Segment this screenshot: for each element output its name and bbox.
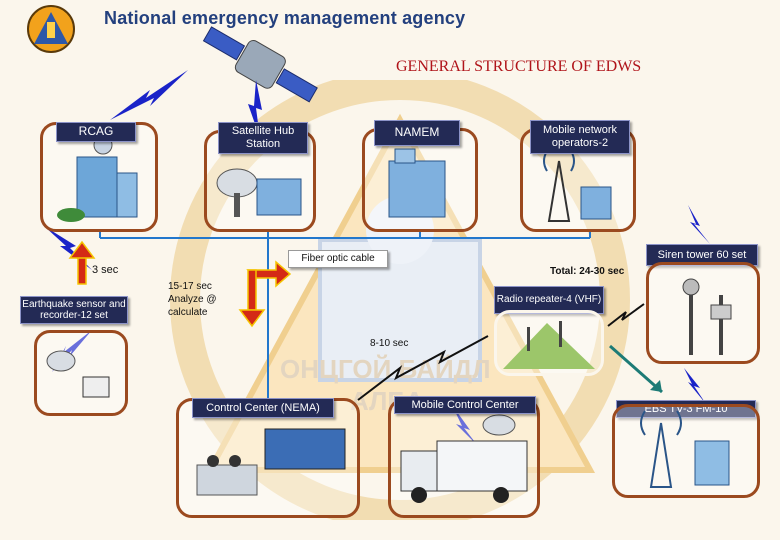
sensor-icon <box>46 350 110 398</box>
satellite-hub-label: Satellite Hub Station <box>218 122 308 154</box>
broadcast-tower-icon <box>640 410 730 488</box>
mountain-repeater-icon <box>503 321 595 369</box>
red-process-arrow <box>238 260 292 328</box>
earthquake-sensor-frame <box>34 330 128 416</box>
eight-ten-label: 8-10 sec <box>370 338 409 349</box>
mobile-control-label: Mobile Control Center <box>394 396 536 414</box>
building-icon <box>57 135 138 222</box>
diagram-title: GENERAL STRUCTURE OF EDWS <box>396 58 642 75</box>
mobile-operators-label: Mobile network operators-2 <box>530 120 630 154</box>
namem-label: NAMEM <box>374 120 460 146</box>
analyze-label: 15-17 sec Analyze @ calculate <box>168 281 217 318</box>
bolt-icon <box>688 205 710 244</box>
fiber-cable-label: Fiber optic cable <box>288 250 388 268</box>
zigzag-link <box>607 303 645 327</box>
monitors-icon <box>196 428 346 496</box>
siren-tower-label: Siren tower 60 set <box>646 244 758 266</box>
red-up-arrow <box>68 240 96 285</box>
bolt-icon <box>452 405 478 446</box>
earthquake-sensor-label: Earthquake sensor and recorder-12 set <box>20 296 128 324</box>
rcag-frame <box>40 122 158 232</box>
siren-icon <box>682 278 732 355</box>
agency-name: National emergency management agency <box>104 8 466 28</box>
bolt-icon <box>248 80 262 138</box>
siren-tower-frame <box>646 262 760 364</box>
bolt-icon <box>52 330 92 372</box>
cell-tower-icon <box>543 150 612 222</box>
satellite-dish-icon <box>216 168 302 217</box>
truck-icon <box>400 414 528 503</box>
total-label: Total: 24-30 sec <box>550 266 625 277</box>
radio-repeater-label: Radio repeater-4 (VHF) <box>494 286 604 314</box>
agency-logo-icon <box>27 5 75 53</box>
mobile-control-frame <box>388 398 540 518</box>
three-sec-label: 3 sec <box>92 264 119 276</box>
building-icon <box>388 148 446 218</box>
bolt-icon <box>110 70 188 120</box>
ebs-frame <box>612 404 760 498</box>
control-center-label: Control Center (NEMA) <box>192 398 334 418</box>
rcag-label: RCAG <box>56 122 136 142</box>
bolt-icon <box>684 368 706 404</box>
ebs-arrow <box>609 344 663 394</box>
satellite-icon <box>202 26 318 103</box>
radio-repeater-frame <box>494 310 604 376</box>
zigzag-link <box>357 335 489 401</box>
